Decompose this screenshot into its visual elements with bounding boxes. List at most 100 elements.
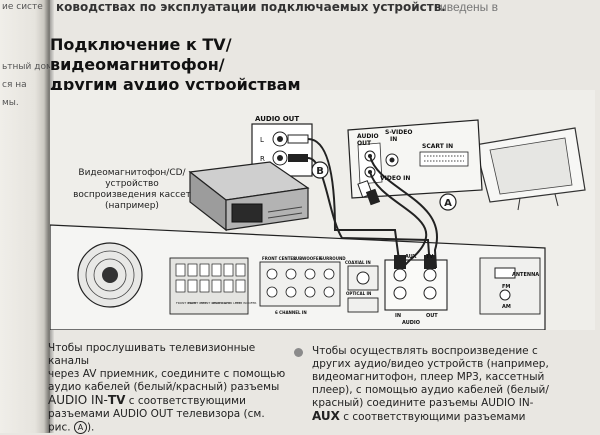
six-channel-jack: [266, 286, 278, 298]
left-page-line: ие систе: [2, 2, 43, 12]
figure-ref-a: A: [73, 421, 87, 434]
receiver-optical-label: OPTICAL IN: [346, 291, 371, 296]
left-line-1: Чтобы прослушивать телевизионные каналы: [48, 342, 256, 367]
six-channel-jacks: [266, 268, 335, 298]
antenna-block: [479, 257, 541, 315]
right-line-4: плеер), с помощью аудио кабелей (белый/: [312, 384, 549, 396]
receiver-subwoofer-label: SUBWOOFER: [293, 256, 322, 261]
left-line-6: рис. A).: [48, 421, 298, 435]
device-label-line: воспроизведения кассет: [73, 190, 191, 200]
receiver-audio-label: AUDIO: [402, 320, 420, 326]
source-device-label: Видеомагнитофон/CD/ устройство воспроизв…: [68, 168, 196, 212]
speaker-terminal: [187, 279, 198, 293]
svg-text:A: A: [444, 198, 452, 209]
tv-bold-text: TV: [107, 393, 126, 407]
speaker-terminal: [223, 263, 234, 277]
device-label-line: Видеомагнитофон/CD/: [78, 168, 186, 178]
right-line-3: видеомагнитофон, плеер MP3, кассетный: [312, 371, 545, 383]
speaker-terminal: [199, 263, 210, 277]
six-channel-jack: [304, 286, 316, 298]
top-right-fragment: иведены в: [440, 0, 498, 14]
left-line-3: аудио кабелей (белый/красный) разъемы: [48, 381, 280, 393]
speaker-terminal-label: FRONT RIGHT: [176, 301, 197, 305]
left-page-line: мы.: [2, 98, 19, 108]
six-channel-jack: [285, 268, 297, 280]
svg-text:B: B: [316, 166, 324, 177]
heading-line-1: Подключение к TV/видеомагнитофон/: [50, 35, 232, 74]
left-line-5: разъемами AUDIO OUT телевизора (см.: [48, 408, 265, 420]
right-line-6-rest: с соответствующими разъемами: [339, 411, 526, 423]
speaker-terminal: [235, 279, 246, 293]
receiver-front-center-label: FRONT CENTER: [262, 256, 296, 261]
bullet-dot: [294, 348, 303, 357]
right-line-2: других аудио/видео устройств (например,: [312, 358, 549, 370]
cable-a: [357, 155, 438, 269]
right-line-5: красный) соедините разъемы AUDIO IN-: [312, 397, 534, 409]
tv-audio-label: AUDIO: [357, 133, 379, 140]
tv-video-in-label: VIDEO IN: [380, 175, 410, 182]
device-label-line: устройство: [105, 179, 159, 189]
receiver-antenna-label: ANTENNA: [512, 272, 539, 278]
section-heading: Подключение к TV/видеомагнитофон/ другим…: [50, 35, 380, 95]
left-line-2: через AV приемник, соедините с помощью: [48, 368, 286, 380]
cable-b: [307, 138, 431, 269]
coaxial-jack: [356, 271, 370, 285]
speaker-terminal: [223, 279, 234, 293]
ris-text: рис.: [48, 421, 74, 434]
left-line-4-rest: с соответствующими: [125, 395, 246, 407]
marker-b: B: [311, 161, 329, 179]
speaker-terminal: [199, 279, 210, 293]
speaker-terminal: [211, 263, 222, 277]
top-text-fragment: ководствах по эксплуатации подключаемых …: [56, 0, 446, 14]
source-device: [188, 161, 310, 232]
marker-a: A: [439, 193, 457, 211]
speaker-terminal: [211, 279, 222, 293]
optical-jack: [347, 297, 379, 313]
left-column-text: Чтобы прослушивать телевизионные каналы …: [48, 342, 298, 435]
receiver-aux-label: AUX: [405, 254, 417, 260]
receiver-am-label: AM: [502, 304, 511, 310]
right-line-6: AUX с соответствующими разъемами: [312, 410, 592, 424]
six-channel-jack: [304, 268, 316, 280]
tv-scart-in-label: SCART IN: [422, 143, 453, 150]
left-facing-page: ие систе ьтный дом ся на мы.: [0, 0, 50, 433]
tv-svideo-in-label: IN: [390, 136, 397, 143]
speaker-terminal: [235, 263, 246, 277]
receiver-tv-label: TV: [426, 254, 433, 260]
right-line-1: Чтобы осуществлять воспроизведение с: [312, 345, 538, 357]
speaker-terminal-label: FRONT CENTER: [200, 301, 223, 305]
heading-line-2: другим аудио устройствам: [50, 75, 301, 94]
left-page-line: ьтный дом: [2, 62, 50, 72]
left-page-line: ся на: [2, 80, 27, 90]
speaker-terminal: [187, 263, 198, 277]
audio-out-l-label: L: [260, 136, 264, 144]
speaker-terminal-label: FRONT LEFT: [188, 301, 206, 305]
speaker-terminal-label: REAR LEFT: [224, 301, 240, 305]
speaker-terminal: [175, 279, 186, 293]
six-channel-jack: [285, 286, 297, 298]
speaker-terminal-label: SUB WOOFER: [236, 301, 257, 305]
tv-connector-panel: [347, 119, 483, 199]
tv-out-label: OUT: [357, 140, 372, 147]
audio-out-label: AUDIO OUT: [255, 115, 299, 123]
device-label-line: (например): [105, 201, 159, 211]
receiver-6ch-label: 6 CHANNEL IN: [275, 310, 307, 315]
receiver-coaxial-label: COAXIAL IN: [345, 260, 371, 265]
right-column-text: Чтобы осуществлять воспроизведение с дру…: [312, 345, 592, 424]
receiver-in-label: IN: [395, 313, 401, 319]
six-channel-jack: [266, 268, 278, 280]
receiver-out-label: OUT: [426, 313, 438, 319]
scart-pins: [424, 155, 464, 162]
left-line-6-end: ).: [86, 421, 95, 434]
audio-out-r-label: R: [260, 155, 265, 163]
audio-in-text: AUDIO IN-: [48, 393, 108, 407]
left-line-4: AUDIO IN-TV с соответствующими: [48, 394, 298, 408]
receiver-fm-label: FM: [502, 284, 510, 290]
six-channel-jack: [323, 268, 335, 280]
speaker-terminal-label: REAR RIGHT: [212, 301, 231, 305]
receiver-surround-label: SURROUND: [320, 256, 346, 261]
